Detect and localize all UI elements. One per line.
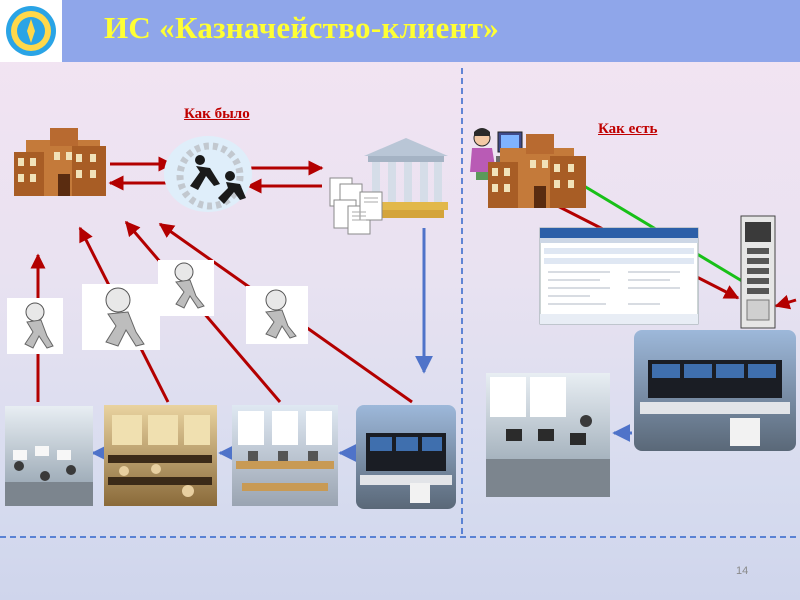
school-building-icon (488, 134, 586, 208)
office-photo (104, 405, 217, 506)
office-photo (5, 406, 93, 506)
documents-icon (329, 177, 383, 235)
runners-clock-icon (164, 136, 252, 212)
arrow-red (774, 294, 797, 310)
emblem-logo (6, 6, 56, 56)
office-photo (356, 405, 456, 509)
clock-runner-icon (7, 298, 63, 354)
server-tower-icon (740, 215, 776, 329)
clock-runner-icon (82, 284, 160, 350)
bank-building-icon (364, 138, 448, 218)
clock-runner-icon (158, 260, 214, 316)
header-bar (0, 0, 800, 62)
office-photo (486, 373, 610, 497)
label-now: Как есть (598, 121, 658, 137)
app-screenshot (539, 227, 699, 325)
slide-title: ИС «Казначейство-клиент» (104, 10, 500, 45)
label-before: Как было (184, 106, 250, 122)
clock-runner-icon (246, 286, 308, 344)
office-photo (634, 330, 796, 451)
school-building-icon (14, 128, 106, 196)
office-photo (232, 405, 338, 506)
page-number: 14 (736, 565, 749, 577)
